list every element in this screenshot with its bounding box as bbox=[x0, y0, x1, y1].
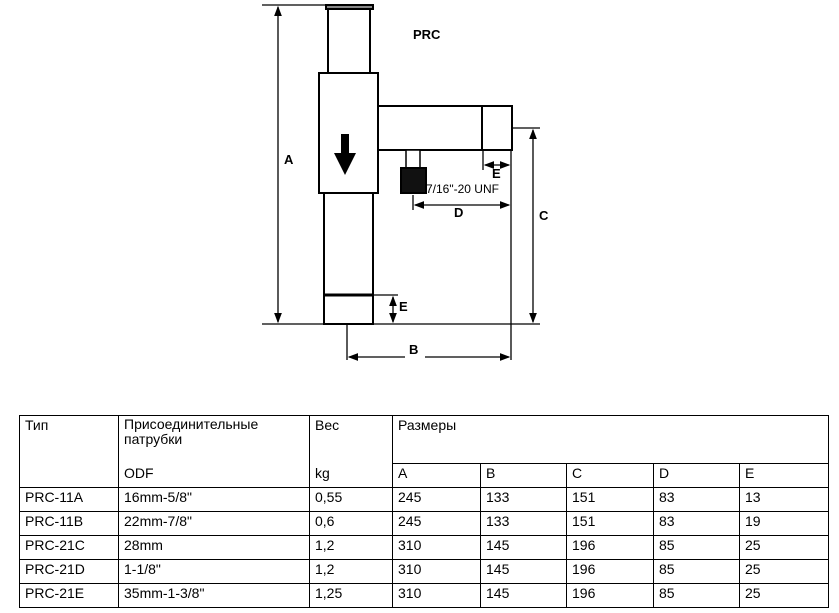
cell-dims-1: 145 bbox=[480, 559, 567, 584]
cell-dims-0: 245 bbox=[392, 487, 481, 512]
cell-kg: 0,6 bbox=[309, 511, 393, 536]
side-cap bbox=[481, 105, 513, 151]
cell-dims-4: 25 bbox=[739, 535, 829, 560]
subheader-odf: ODF bbox=[118, 463, 310, 488]
valve-drawing bbox=[262, 4, 540, 361]
cell-dims-3: 85 bbox=[653, 583, 740, 608]
cell-dims-1: 145 bbox=[480, 583, 567, 608]
dim-label-d: D bbox=[454, 205, 464, 220]
dim-label-c: C bbox=[539, 208, 549, 223]
table-subheader-row: ODF kg A B C D E bbox=[20, 463, 829, 488]
cell-dims-0: 245 bbox=[392, 511, 481, 536]
cell-odf: 35mm-1-3/8" bbox=[118, 583, 310, 608]
upper-pipe bbox=[327, 8, 371, 74]
cell-odf: 22mm-7/8" bbox=[118, 511, 310, 536]
cell-type: PRC-21D bbox=[19, 559, 119, 584]
knob bbox=[400, 167, 427, 194]
cell-dims-4: 13 bbox=[739, 487, 829, 512]
cell-dims-0: 310 bbox=[392, 583, 481, 608]
subheader-c: C bbox=[566, 463, 654, 488]
cell-dims-2: 196 bbox=[566, 535, 654, 560]
cell-dims-4: 19 bbox=[739, 511, 829, 536]
knob-stem bbox=[405, 149, 421, 169]
cell-odf: 1-1/8" bbox=[118, 559, 310, 584]
subheader-a: A bbox=[392, 463, 481, 488]
thread-label: 7/16"-20 UNF bbox=[426, 182, 499, 196]
dim-label-a: A bbox=[284, 152, 294, 167]
cell-dims-0: 310 bbox=[392, 559, 481, 584]
cell-dims-2: 151 bbox=[566, 511, 654, 536]
dim-label-e-top: E bbox=[492, 166, 501, 181]
header-dimensions: Размеры bbox=[392, 415, 829, 464]
cell-dims-1: 133 bbox=[480, 487, 567, 512]
subheader-kg: kg bbox=[309, 463, 393, 488]
valve-body bbox=[318, 72, 379, 194]
cell-type: PRC-11B bbox=[19, 511, 119, 536]
specs-table: Тип Присоединительные патрубки Вес Разме… bbox=[19, 415, 829, 608]
cell-kg: 0,55 bbox=[309, 487, 393, 512]
cell-kg: 1,2 bbox=[309, 535, 393, 560]
diagram-title: PRC bbox=[413, 27, 441, 42]
side-pipe bbox=[377, 105, 484, 151]
cell-dims-3: 83 bbox=[653, 487, 740, 512]
header-type: Тип bbox=[19, 415, 119, 488]
cell-odf: 16mm-5/8" bbox=[118, 487, 310, 512]
dim-label-e-bottom: E bbox=[399, 299, 408, 314]
cell-dims-3: 85 bbox=[653, 535, 740, 560]
cell-type: PRC-11A bbox=[19, 487, 119, 512]
subheader-e: E bbox=[739, 463, 829, 488]
lower-pipe bbox=[323, 192, 374, 296]
table-header-row: Тип Присоединительные патрубки Вес Разме… bbox=[19, 415, 829, 488]
dim-label-b: B bbox=[409, 342, 419, 357]
cell-kg: 1,2 bbox=[309, 559, 393, 584]
header-weight: Вес bbox=[309, 415, 393, 464]
cell-dims-2: 196 bbox=[566, 583, 654, 608]
lower-cap bbox=[323, 294, 374, 325]
cell-dims-1: 133 bbox=[480, 511, 567, 536]
subheader-b: B bbox=[480, 463, 567, 488]
cell-dims-4: 25 bbox=[739, 583, 829, 608]
subheader-d: D bbox=[653, 463, 740, 488]
cell-type: PRC-21E bbox=[19, 583, 119, 608]
cell-dims-3: 83 bbox=[653, 511, 740, 536]
cell-kg: 1,25 bbox=[309, 583, 393, 608]
header-connection: Присоединительные патрубки bbox=[118, 415, 310, 464]
cell-dims-4: 25 bbox=[739, 559, 829, 584]
cell-dims-2: 151 bbox=[566, 487, 654, 512]
cell-dims-2: 196 bbox=[566, 559, 654, 584]
cell-dims-1: 145 bbox=[480, 535, 567, 560]
flow-arrow-icon bbox=[334, 134, 356, 175]
cell-dims-0: 310 bbox=[392, 535, 481, 560]
cell-type: PRC-21C bbox=[19, 535, 119, 560]
cell-odf: 28mm bbox=[118, 535, 310, 560]
cell-dims-3: 85 bbox=[653, 559, 740, 584]
